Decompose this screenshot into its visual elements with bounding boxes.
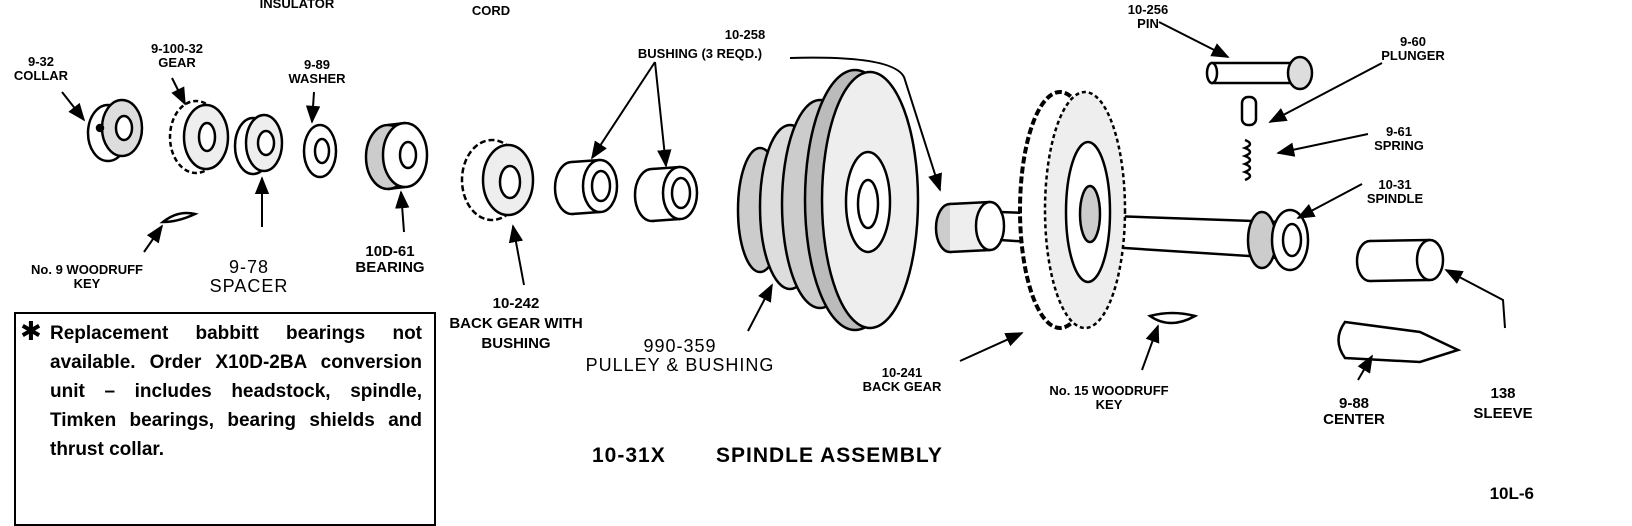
spacer-part [233, 113, 284, 176]
plunger-part [1240, 95, 1258, 127]
gear-part [168, 99, 230, 175]
insulator-label: INSULATOR [259, 0, 335, 11]
asterisk-icon: ✱ [20, 317, 42, 347]
bushing-1-part [553, 158, 619, 216]
back-gear-part [1018, 90, 1127, 330]
pin-part [1205, 55, 1314, 91]
pulley-part [736, 68, 920, 332]
leader-lines [61, 21, 1506, 381]
bushing-2-part [633, 165, 699, 223]
cord-label: CORD [471, 3, 511, 18]
spring-part [1241, 138, 1252, 182]
bearing-part [364, 121, 429, 191]
collar-part [86, 98, 144, 163]
woodruff-key-9-part [159, 211, 199, 224]
page-reference: 10L-6 [1489, 484, 1534, 503]
back-gear-bushing-label: 10-242 BACK GEAR WITH BUSHING [449, 295, 583, 352]
woodruff-key-15-part [1147, 311, 1199, 325]
replacement-note-box: ✱ Replacement babbitt bearings not avail… [14, 312, 436, 526]
bushing-label: BUSHING (3 REQD.) [637, 46, 763, 61]
sleeve-part [1355, 238, 1445, 283]
assembly-number: 10-31X [592, 444, 666, 467]
replacement-note-text: Replacement babbitt bearings not availab… [50, 323, 422, 460]
bushing-number-label: 10-258 [724, 27, 766, 42]
exploded-diagram [61, 21, 1506, 381]
washer-part [302, 123, 338, 179]
assembly-title: SPINDLE ASSEMBLY [716, 444, 943, 467]
center-part [1337, 320, 1462, 364]
back-gear-bushing-part [460, 138, 535, 222]
